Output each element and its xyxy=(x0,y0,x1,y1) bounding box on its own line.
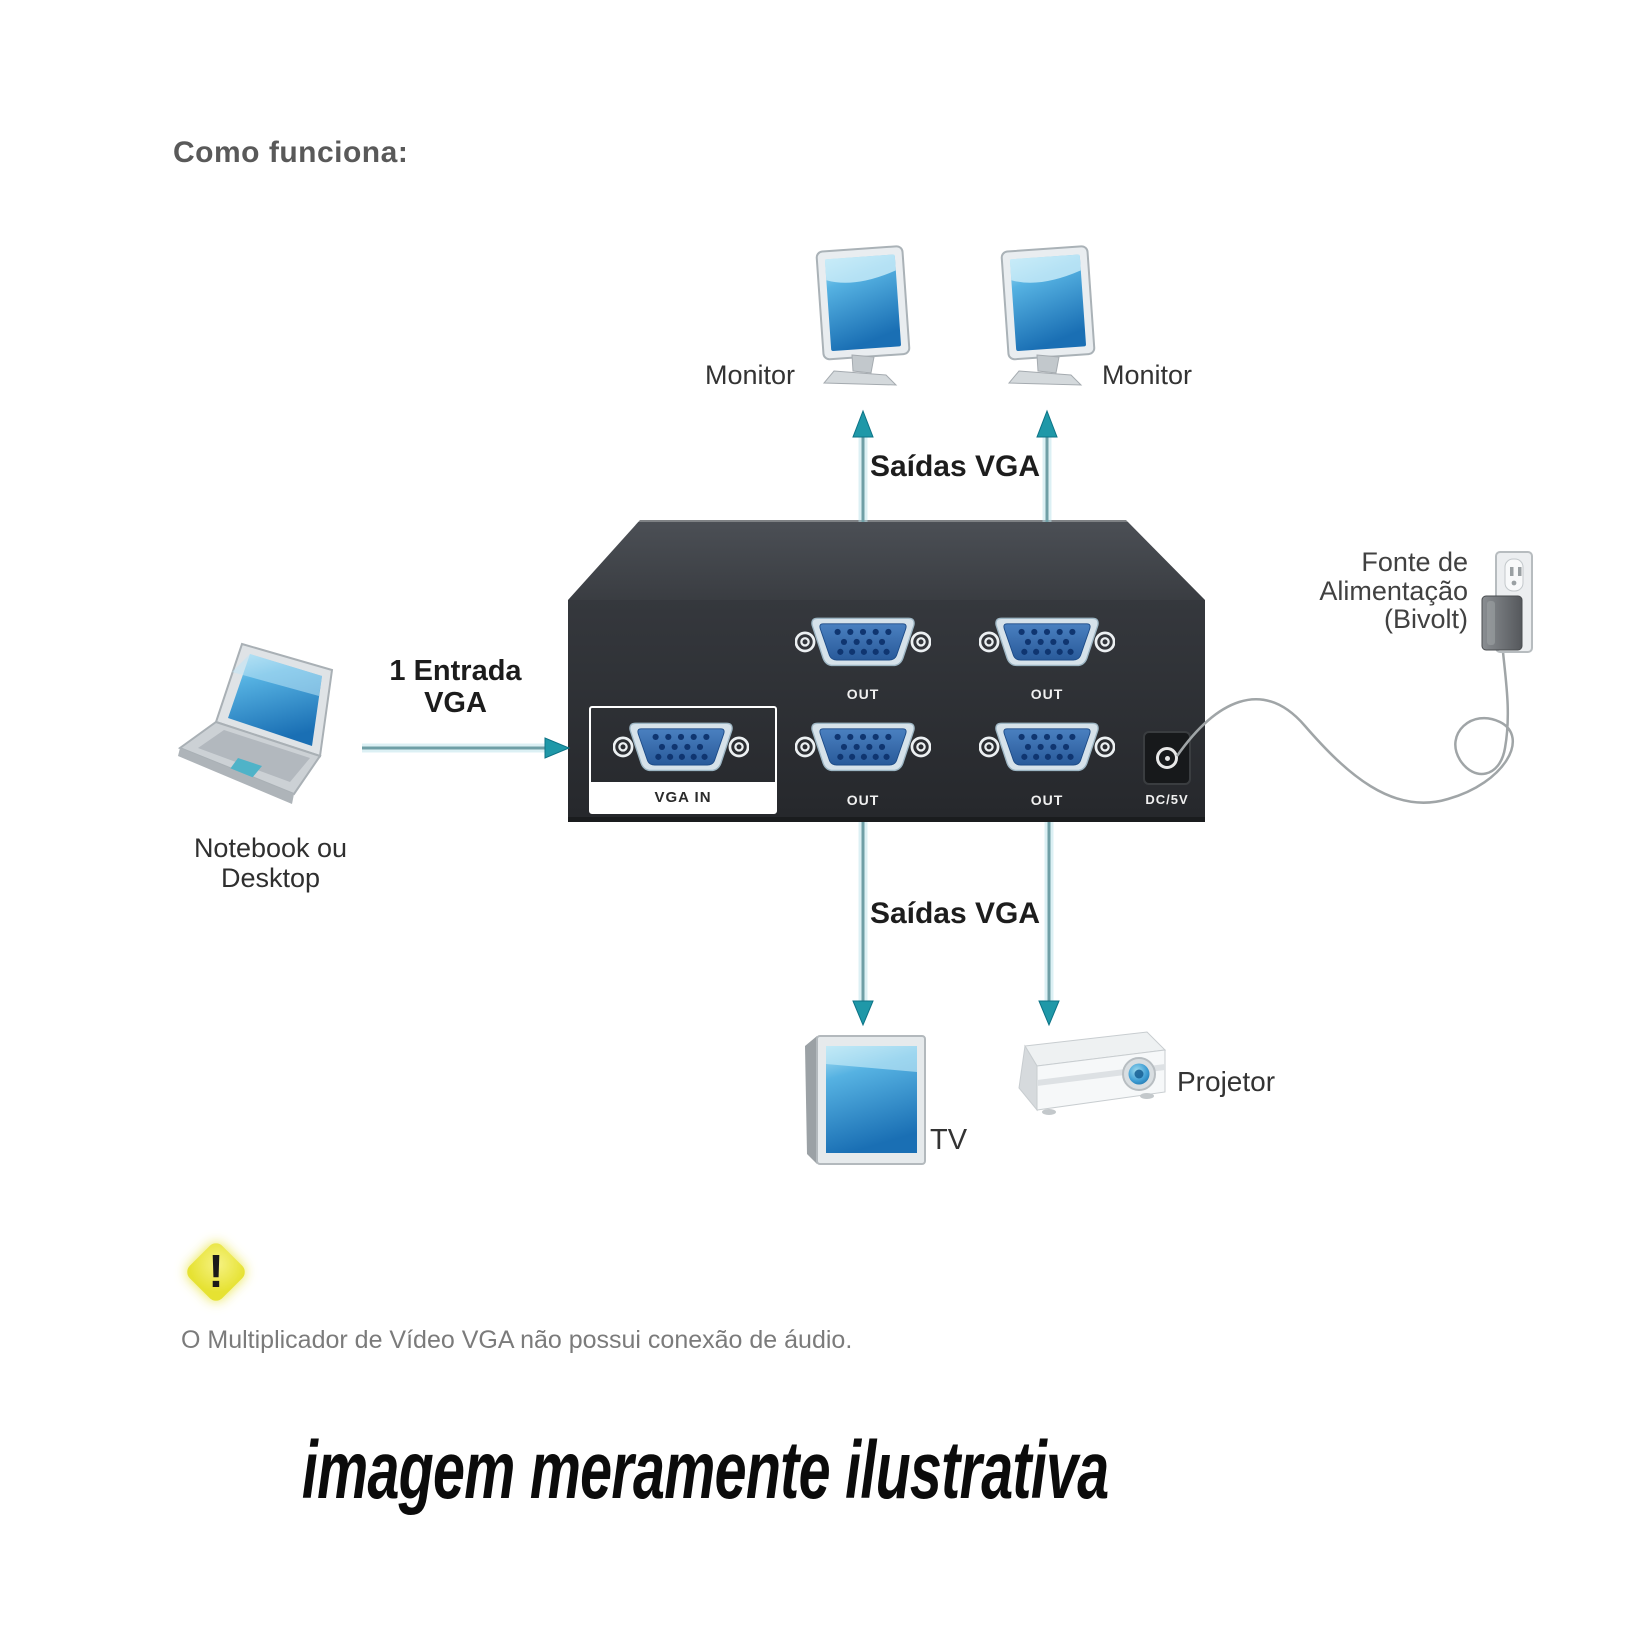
outputs-bottom-label: Saídas VGA xyxy=(869,897,1041,930)
power-supply-label: Fonte de Alimentação (Bivolt) xyxy=(1240,548,1468,634)
input-label-line1: 1 Entrada xyxy=(389,655,522,687)
power-label-line3: (Bivolt) xyxy=(1383,604,1468,635)
outputs-top-label: Saídas VGA xyxy=(869,450,1041,483)
disclaimer-text: imagem meramente ilustrativa xyxy=(301,1425,1109,1516)
out-label-3: OUT xyxy=(846,792,880,808)
vga-splitter-top-face xyxy=(568,520,1205,600)
arrow-up-icon xyxy=(852,409,874,438)
projector-label: Projetor xyxy=(1177,1066,1276,1097)
power-cable xyxy=(1175,651,1514,804)
dc-label: DC/5V xyxy=(1145,792,1189,807)
arrow-down-icon xyxy=(852,1000,874,1027)
warning-exclamation: ! xyxy=(208,1245,224,1297)
vga-out-port-icon-2 xyxy=(979,612,1115,670)
projector-icon xyxy=(1018,1031,1167,1115)
arrow-right-icon xyxy=(544,737,571,759)
power-label-line1: Fonte de xyxy=(1361,547,1468,577)
out-label-1: OUT xyxy=(846,686,880,702)
vga-out-port-icon-1 xyxy=(795,612,931,670)
warning-text: O Multiplicador de Vídeo VGA não possui … xyxy=(181,1326,853,1354)
dc-jack-pin xyxy=(1165,756,1170,761)
out-label-4: OUT xyxy=(1030,792,1064,808)
tv-icon xyxy=(805,1035,926,1165)
monitor-right-label: Monitor xyxy=(1102,360,1193,390)
vga-out-port-icon-3 xyxy=(795,717,931,775)
power-outlet-icon xyxy=(1481,551,1533,653)
source-label-line2: Desktop xyxy=(220,862,321,893)
disclaimer: imagem meramente ilustrativa xyxy=(0,1424,1410,1518)
input-label: 1 Entrada VGA xyxy=(378,655,533,720)
source-label-line1: Notebook ou xyxy=(193,833,348,863)
vga-in-label: VGA IN xyxy=(591,782,775,812)
laptop-icon xyxy=(177,642,334,804)
monitor-icon-right xyxy=(1000,245,1096,386)
vga-out-port-icon-4 xyxy=(979,717,1115,775)
tv-label: TV xyxy=(930,1124,968,1156)
source-label: Notebook ou Desktop xyxy=(178,833,363,893)
power-label-line2: Alimentação xyxy=(1319,575,1468,606)
out-label-2: OUT xyxy=(1030,686,1064,702)
warning-icon: ! xyxy=(183,1239,249,1305)
vga-in-frame: VGA IN xyxy=(589,706,777,814)
vga-in-port-icon xyxy=(613,717,749,775)
monitor-icon-left xyxy=(815,245,911,386)
monitor-left-label: Monitor xyxy=(704,360,795,390)
input-label-line2: VGA xyxy=(424,686,487,719)
page-title: Como funciona: xyxy=(173,136,409,169)
